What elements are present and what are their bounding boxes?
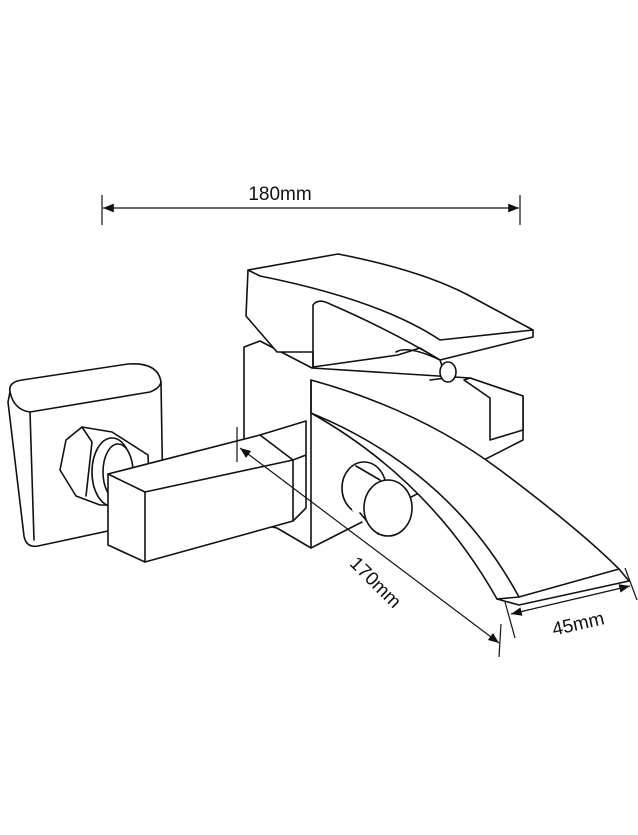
- dimension-label-45: 45mm: [550, 608, 606, 640]
- dimension-180mm: 180mm: [101, 184, 521, 225]
- dimension-label-180: 180mm: [248, 184, 311, 205]
- dimension-label-170: 170mm: [345, 553, 405, 613]
- lever-handle: [245, 253, 534, 383]
